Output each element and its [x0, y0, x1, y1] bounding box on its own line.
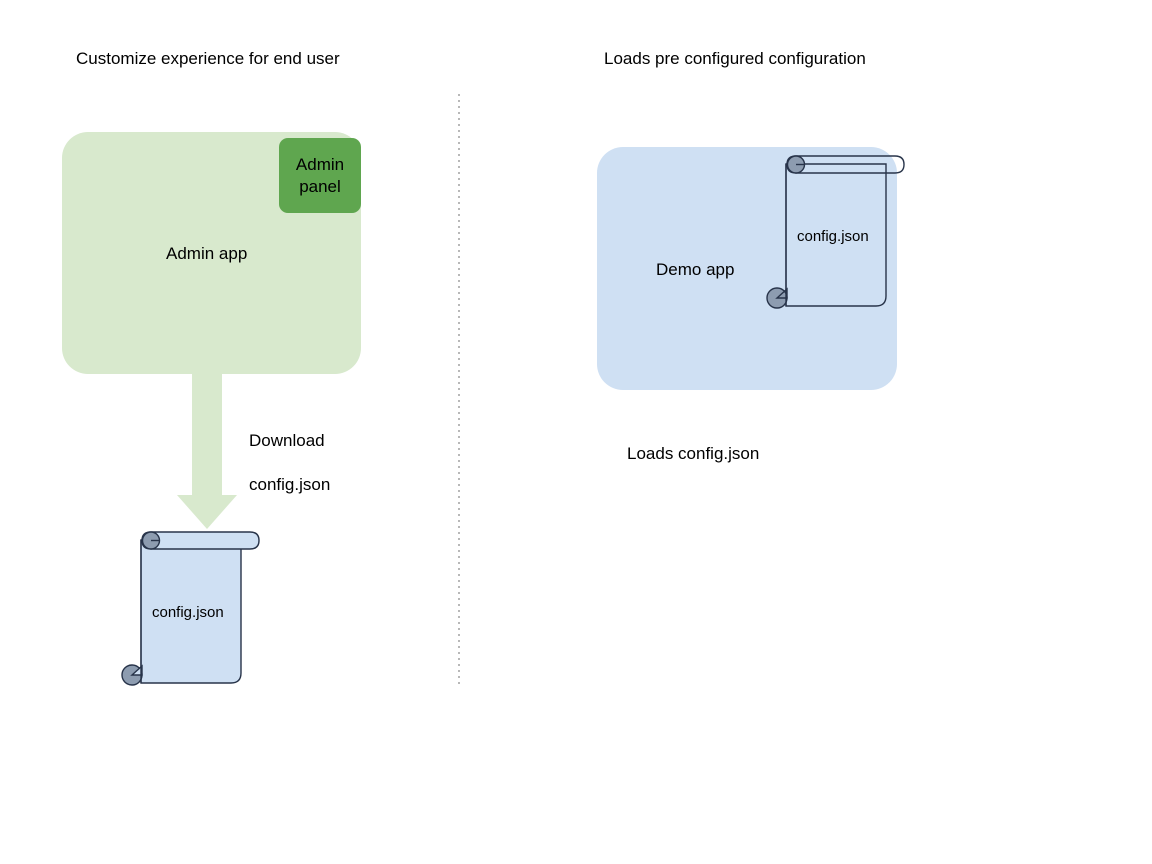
admin-panel-label-line1: Admin: [295, 154, 345, 174]
config-json-label-right: config.json: [797, 228, 869, 245]
admin-panel-label: Admin panel: [296, 154, 344, 198]
download-arrow-label-line1: Download: [249, 431, 325, 450]
download-arrow: [177, 366, 237, 529]
download-arrow-label-line2: config.json: [249, 475, 331, 494]
loads-config-caption: Loads config.json: [627, 444, 760, 463]
document-body: [140, 539, 242, 684]
section-title-left: Customize experience for end user: [76, 49, 340, 68]
admin-app-label: Admin app: [166, 244, 248, 263]
admin-panel-label-line2: panel: [299, 176, 341, 196]
admin-panel-badge[interactable]: Admin panel: [279, 138, 361, 213]
section-title-right: Loads pre configured configuration: [604, 49, 866, 68]
demo-app-label: Demo app: [656, 260, 735, 279]
download-arrow-label: Download config.json: [249, 408, 330, 496]
demo-app-box[interactable]: [597, 147, 897, 390]
config-json-label-left: config.json: [152, 604, 224, 621]
document-body: [785, 163, 887, 307]
config-json-document-left[interactable]: [121, 531, 260, 686]
document-bottom-curl-notch: [775, 287, 788, 299]
config-json-document-right[interactable]: [766, 155, 905, 309]
document-bottom-curl-notch: [130, 664, 143, 676]
